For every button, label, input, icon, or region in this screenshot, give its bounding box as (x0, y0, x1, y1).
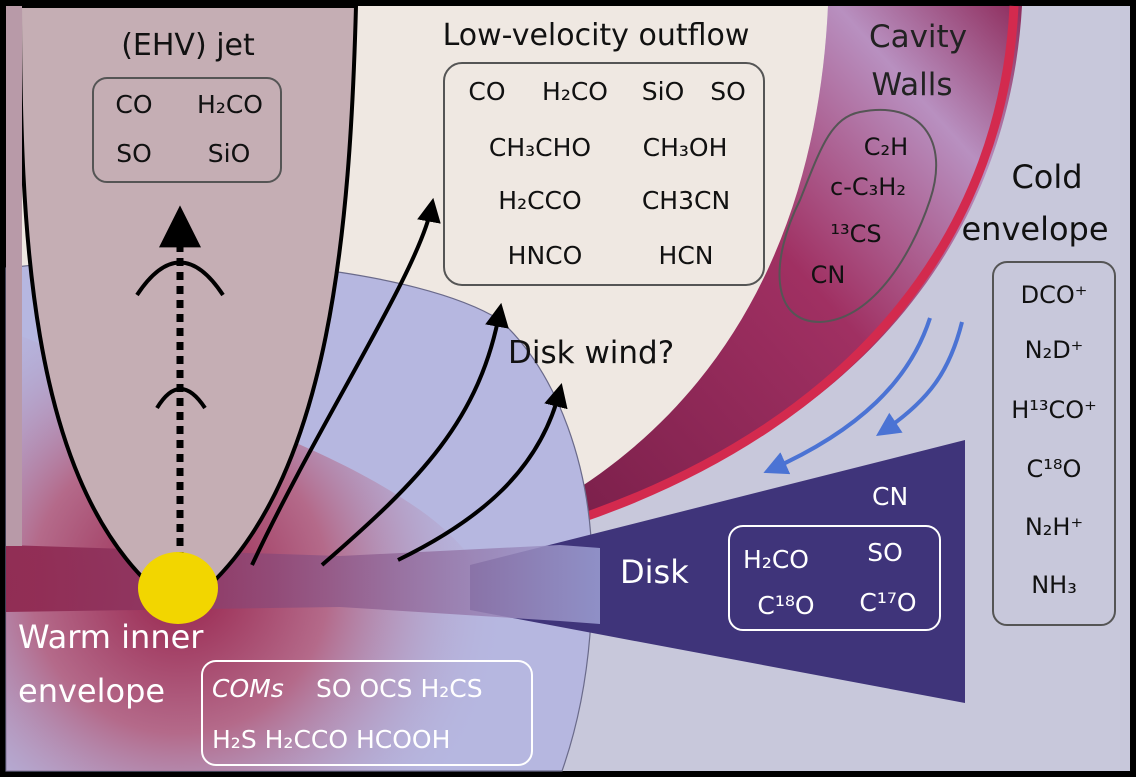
protostar (138, 552, 218, 624)
warm-envelope-coms: COMs (212, 674, 284, 703)
bow-shock-upper (135, 260, 225, 297)
jet-molecule-box (92, 77, 282, 183)
outflow-molecule: HNCO (508, 241, 583, 270)
warm-envelope-title-line1: Warm inner (18, 618, 204, 656)
disk-cn-label: CN (872, 482, 908, 511)
cold-envelope-molecule-box (992, 261, 1116, 626)
disk-molecule: C¹⁷O (859, 588, 916, 617)
infall-arrow-2 (876, 321, 964, 436)
cavity-wall-edge (574, 5, 1019, 525)
cavity-molecule: CN (811, 261, 846, 289)
cold-envelope-molecule: NH₃ (1031, 571, 1077, 599)
cold-envelope-molecule: N₂H⁺ (1025, 513, 1083, 541)
outflow-molecule: CH3CN (642, 186, 730, 215)
jet-molecule: SiO (208, 139, 251, 168)
cold-envelope-title-line1: Cold (1011, 158, 1082, 196)
cavity-wall (560, 6, 1022, 520)
disk-molecule: H₂CO (743, 545, 809, 574)
outflow-title: Low-velocity outflow (443, 18, 750, 53)
warm-envelope-row2: H₂S H₂CCO HCOOH (212, 725, 450, 754)
outflow-molecule: CH₃OH (643, 133, 728, 162)
outflow-arrow-2 (320, 302, 509, 567)
disk-wind-title: Disk wind? (508, 335, 674, 371)
outflow-molecule: H₂CO (542, 77, 608, 106)
warm-envelope-title-line2: envelope (18, 672, 165, 710)
jet-molecule: SO (116, 139, 152, 168)
cavity-title-line2: Walls (871, 67, 952, 103)
outflow-molecule: SO (710, 77, 746, 106)
disk-molecule: SO (867, 538, 903, 567)
disk-title: Disk (620, 553, 689, 591)
outflow-arrow-1 (250, 197, 441, 566)
bow-shock-lower (155, 387, 207, 410)
outflow-molecule: HCN (659, 241, 714, 270)
warm-envelope-row1: SO OCS H₂CS (316, 674, 483, 703)
jet-title: (EHV) jet (121, 28, 255, 63)
disk-wind-arrow (397, 383, 568, 562)
warm-envelope-molecule-box (201, 660, 533, 766)
outflow-molecule: CH₃CHO (489, 133, 591, 162)
jet-molecule: H₂CO (197, 90, 263, 119)
cavity-molecule: c-C₃H₂ (830, 173, 906, 201)
cold-envelope-molecule: H¹³CO⁺ (1011, 396, 1097, 424)
outflow-molecule-box (443, 62, 765, 286)
cavity-molecule: ¹³CS (830, 220, 881, 248)
cold-envelope-molecule: DCO⁺ (1021, 281, 1088, 309)
outflow-molecule: CO (468, 77, 505, 106)
disk-molecule: C¹⁸O (757, 591, 814, 620)
jet-molecule: CO (115, 90, 152, 119)
infall-arrow-1 (763, 317, 932, 475)
outflow-molecule: SiO (642, 77, 685, 106)
outflow-molecule: H₂CCO (498, 186, 581, 215)
disk-wedge (470, 440, 965, 703)
disk-molecule-box (728, 525, 941, 631)
cavity-molecule-outline (778, 108, 938, 324)
cold-envelope-title-line2: envelope (961, 210, 1108, 248)
cold-envelope-molecule: N₂D⁺ (1025, 336, 1084, 364)
cavity-molecule: C₂H (864, 133, 908, 161)
jet-left-edge (6, 6, 22, 546)
cavity-title-line1: Cavity (869, 19, 967, 55)
cold-envelope-molecule: C¹⁸O (1027, 455, 1082, 483)
